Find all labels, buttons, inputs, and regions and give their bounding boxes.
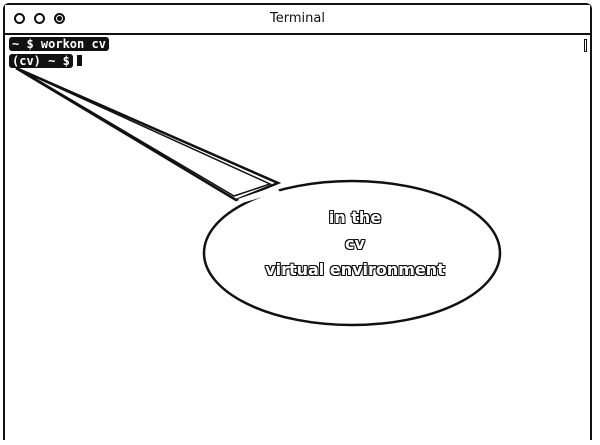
scrollbar-icon[interactable] xyxy=(584,39,587,52)
terminal-cursor-icon xyxy=(75,54,83,67)
callout-ellipse xyxy=(202,179,502,327)
terminal-window: Terminal ~ $ workon cv (cv) ~ $ xyxy=(3,3,592,440)
terminal-line-2-text: (cv) ~ $ xyxy=(9,54,73,68)
terminal-line-1-text: ~ $ workon cv xyxy=(9,37,109,51)
terminal-command: workon cv xyxy=(40,37,106,51)
terminal-prompt-cv: (cv) ~ $ xyxy=(12,54,70,68)
callout-line-2: cv xyxy=(345,234,365,253)
callout-line-3: virtual environment xyxy=(265,260,445,279)
terminal-prompt: ~ $ xyxy=(12,37,41,51)
callout-pointer-cover xyxy=(238,186,280,203)
zoom-window-icon[interactable] xyxy=(54,13,65,24)
callout-pointer-inner xyxy=(23,71,273,197)
terminal-line-2[interactable]: (cv) ~ $ xyxy=(9,53,83,69)
window-titlebar[interactable]: Terminal xyxy=(5,5,590,35)
minimize-window-icon[interactable] xyxy=(34,13,45,24)
callout-line-1: in the xyxy=(328,208,382,227)
callout-text: in the cv virtual environment xyxy=(210,205,500,283)
window-title: Terminal xyxy=(270,11,325,26)
terminal-line-1: ~ $ workon cv xyxy=(9,36,109,52)
close-window-icon[interactable] xyxy=(14,13,25,24)
